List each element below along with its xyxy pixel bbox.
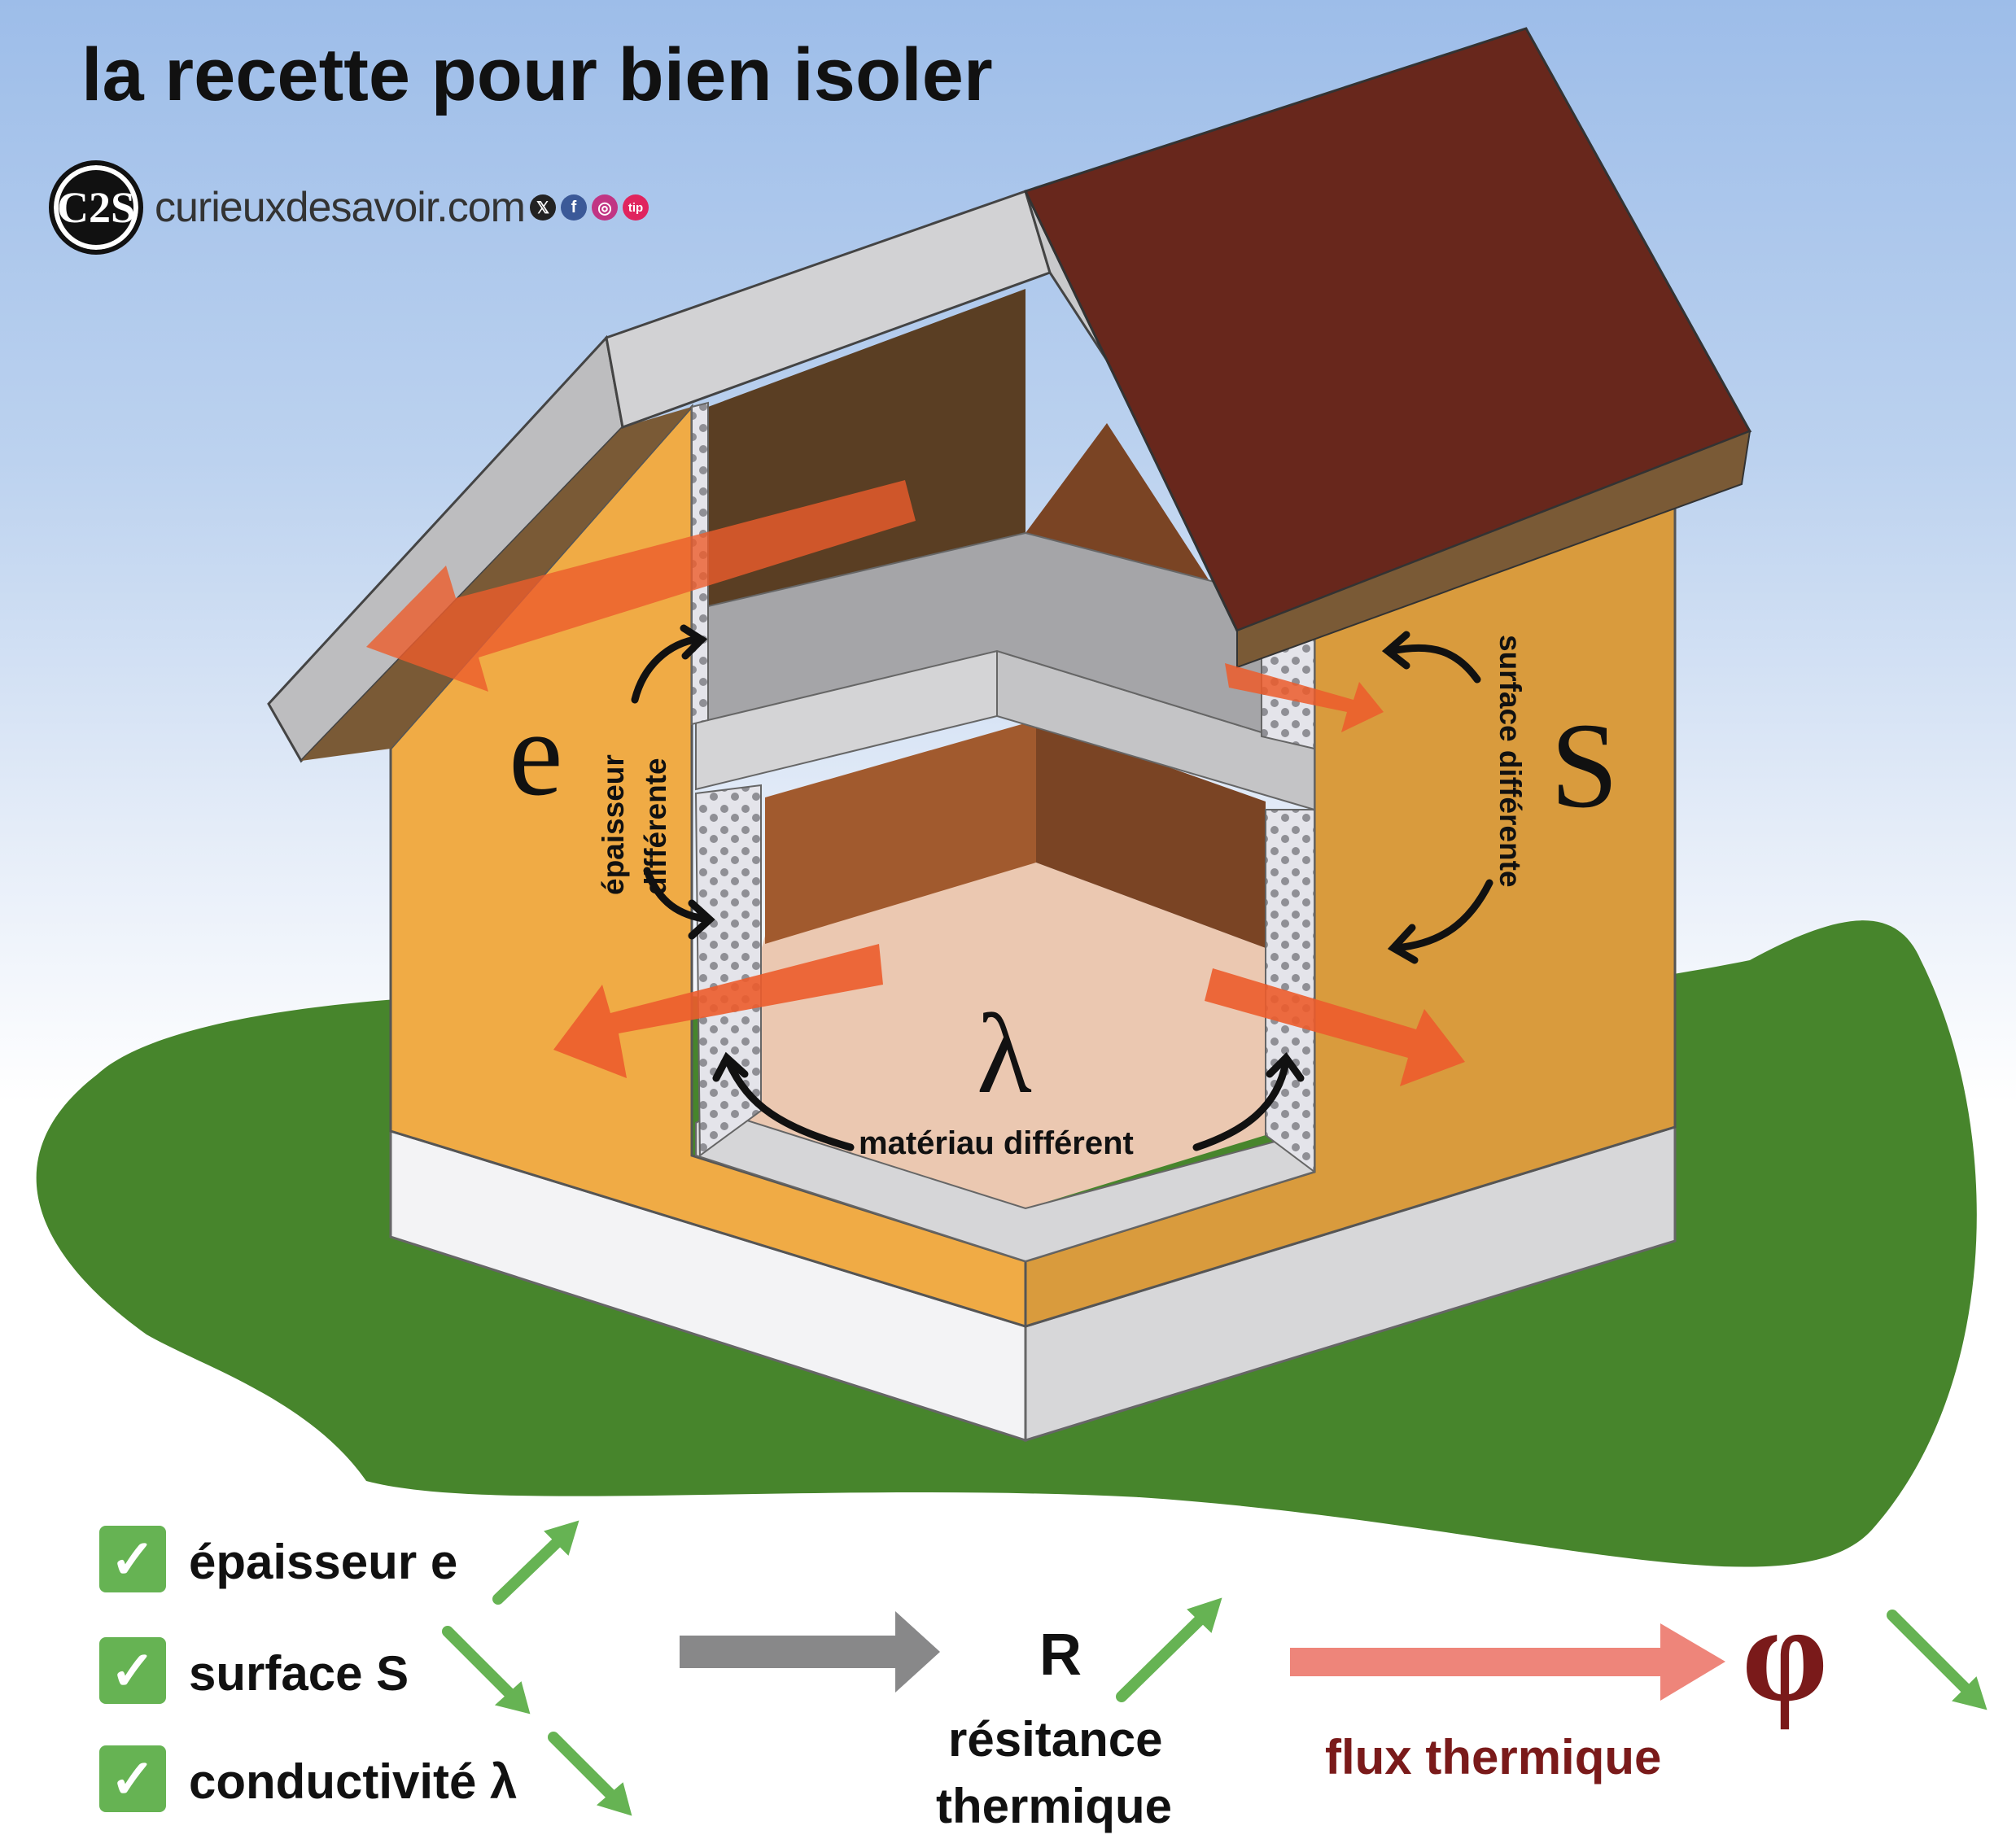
r-caption-line1: résitance (948, 1712, 1163, 1767)
s-symbol: S (1550, 698, 1619, 833)
instagram-icon[interactable]: ◎ (592, 194, 618, 221)
c2s-logo: C2S (49, 160, 143, 255)
s-curved-arrows (1381, 631, 1493, 964)
roof-right-edge-brown (1236, 430, 1751, 669)
e-curved-arrows (631, 624, 715, 940)
e-symbol: e (509, 686, 563, 821)
e-caption-line1: épaisseur (597, 754, 630, 895)
brand: C2S curieuxdesavoir.com 𝕏 f ◎ tip (49, 159, 649, 256)
interior-wall-right (1036, 720, 1266, 948)
trend-down-phi (1887, 1610, 1975, 1698)
checklist-item-conductivity: conductivité λ (189, 1754, 518, 1809)
lambda-symbol: λ (977, 991, 1032, 1117)
flux-caption: flux thermique (1325, 1730, 1662, 1784)
r-caption-line2: thermique (936, 1779, 1173, 1833)
trend-arrows (442, 1520, 1988, 1816)
trend-up-r (1116, 1610, 1210, 1702)
heat-arrow-upper-right (1225, 663, 1384, 732)
checklist-item-thickness: épaisseur e (189, 1535, 458, 1589)
heat-arrow-lower-right (1205, 968, 1465, 1086)
lambda-caption: matériau différent (859, 1125, 1134, 1161)
check-icon: ✓ (99, 1637, 166, 1704)
heat-arrow-roof (366, 480, 916, 692)
flux-arrow (1290, 1623, 1725, 1701)
check-icon: ✓ (99, 1526, 166, 1592)
page-title: la recette pour bien isoler (81, 33, 993, 116)
facebook-icon[interactable]: f (561, 194, 587, 221)
lambda-curved-arrows (712, 1051, 1305, 1151)
interior-floor (716, 863, 1266, 1208)
s-caption: surface différente (1493, 635, 1527, 888)
x-icon[interactable]: 𝕏 (530, 194, 556, 221)
checklist-item-surface: surface S (189, 1646, 409, 1701)
tip-icon[interactable]: tip (623, 194, 649, 221)
phi-symbol: φ (1742, 1577, 1829, 1730)
trend-up-e (492, 1532, 567, 1605)
trend-down-s (442, 1626, 518, 1702)
r-symbol: R (1039, 1623, 1082, 1688)
site-name[interactable]: curieuxdesavoir.com (155, 184, 526, 231)
roof-left-under (301, 407, 692, 761)
heat-arrow-lower-left (553, 944, 883, 1078)
interior-wall-left (765, 720, 1036, 944)
e-caption-line2: différente (639, 758, 672, 895)
process-arrow-grey (680, 1611, 940, 1693)
check-icon: ✓ (99, 1745, 166, 1812)
trend-down-lambda (548, 1732, 620, 1804)
